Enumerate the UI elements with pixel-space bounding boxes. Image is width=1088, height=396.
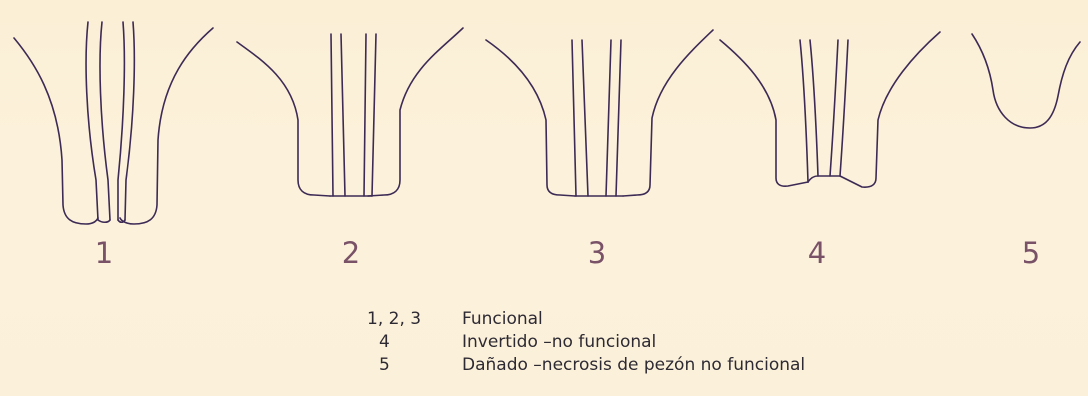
- legend-row-inverted: 4 Invertido –no funcional: [357, 331, 805, 354]
- teat-number-3: 3: [577, 236, 617, 270]
- teat-number-5: 5: [1011, 236, 1051, 270]
- legend-row-functional: 1, 2, 3 Funcional: [357, 308, 805, 331]
- legend-description: Invertido –no funcional: [462, 331, 656, 354]
- legend-row-damaged: 5 Dañado –necrosis de pezón no funcional: [357, 354, 805, 377]
- legend: 1, 2, 3 Funcional 4 Invertido –no funcio…: [357, 308, 805, 377]
- teat-number-1: 1: [84, 236, 124, 270]
- teat-number-2: 2: [331, 236, 371, 270]
- legend-key: 1, 2, 3: [357, 308, 462, 331]
- teat-number-4: 4: [797, 236, 837, 270]
- teat-5-drawing: [972, 34, 1080, 128]
- teat-2-drawing: [237, 28, 463, 196]
- legend-key: 5: [357, 354, 462, 377]
- teat-3-drawing: [486, 30, 713, 196]
- teat-1-drawing: [14, 22, 213, 224]
- legend-description: Funcional: [462, 308, 543, 331]
- legend-key: 4: [357, 331, 462, 354]
- teat-4-drawing: [720, 32, 940, 187]
- legend-description: Dañado –necrosis de pezón no funcional: [462, 354, 805, 377]
